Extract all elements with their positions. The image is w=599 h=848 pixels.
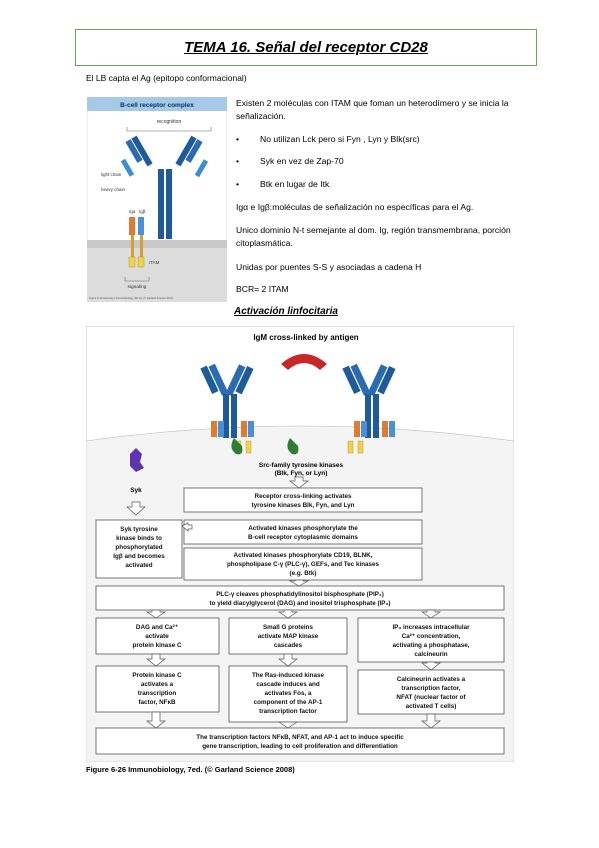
box-calc-2: transcription factor, [401,685,460,692]
bullet-3: •Btk en lugar de Itk [236,179,330,189]
bullet-1: •No utilizan Lck pero si Fyn , Lyn y Blk… [236,134,420,144]
page-title: TEMA 16. Señal del receptor CD28 [184,39,428,56]
box-pkc-3: transcription [138,690,177,697]
membrane-cytoplasm [87,247,227,302]
src-kinase-right [287,438,299,455]
iga-shape [129,217,135,235]
label-itam: ITAM [149,260,160,265]
box-crosslink-2: tyrosine kinases Blk, Fyn, and Lyn [252,502,355,509]
box-ras-4: component of the AP-1 [254,699,323,706]
box-syk-4: Igβ and becomes [113,553,165,560]
box-calc-4: activated T cells) [406,703,457,710]
pathway-arrows [126,476,442,729]
paragraph-2: Igα e Igβ:moléculas de señalización no e… [236,202,474,212]
top-label: IgM cross-linked by antigen [253,333,358,342]
figure2-caption: Figure 6-26 Immunobiology, 7ed. (© Garla… [86,765,295,774]
box-ip3-3: activating a phosphatase, [393,642,470,649]
box-ras-5: transcription factor [259,708,317,715]
box-pkc-1: Protein kinase C [132,672,182,679]
pathway-boxes [95,487,505,755]
box-crosslink-1: Receptor cross-linking activates [255,493,352,500]
itam-b [137,256,145,268]
igb-shape [138,217,144,235]
box-pkc-2: activates a [141,681,174,688]
bcr-complex-figure: B-cell receptor complex recognition ligh… [87,97,227,302]
itam-a [128,256,136,268]
box-ras-1: The Ras-induced kinase [252,672,325,679]
paragraph-1: Existen 2 moléculas con ITAM que foman u… [236,98,509,121]
figure1-title-bar [87,97,227,111]
box-act2-2: phospholipase C-γ (PLC-γ), GEFs, and Tec… [227,561,380,568]
box-calc-1: Calcineurin activates a [397,676,466,683]
box-plc-1: PLC-γ cleaves phosphatidylinositol bisph… [216,591,384,598]
syk-shape [130,448,144,472]
label-heavy-chain: heavy chain [101,187,126,192]
box-ras-2: cascade induces and [256,681,320,688]
section-subtitle: Activación linfocitaria [234,306,338,317]
box-final-1: The transcription factors NFκB, NFAT, an… [196,734,404,741]
box-ip3-4: calcineurin [414,651,447,658]
box-gprot-3: cascades [274,642,303,649]
paragraph-4: Unidas por puentes S-S y asociadas a cad… [236,262,422,272]
label-signaling: signaling [128,284,147,290]
igm-left [200,363,254,438]
label-light-chain: light chain [101,172,122,177]
box-syk-1: Syk tyrosine [120,526,158,533]
box-plc-2: to yield diacylglycerol (DAG) and inosit… [210,600,391,607]
box-dag-1: DAG and Ca²⁺ [136,624,178,631]
src-label-2: (Blk, Fyn, or Lyn) [275,470,328,477]
box-act1-1: Activated kinases phosphorylate the [248,525,358,532]
box-gprot-1: Small G proteins [263,624,314,631]
src-kinase-left [231,438,243,455]
paragraph-3: Unico dominio N-t semejante al dom. Ig, … [236,225,511,248]
bcell-activation-figure: IgM cross-linked by antigen Src-family t… [86,326,514,762]
label-iga: Igα [129,209,136,214]
box-syk-2: kinase binds to [116,535,162,542]
label-igb: Igβ [139,209,146,214]
label-recognition: recognition [157,119,182,125]
box-final-2: gene transcription, leading to cell prol… [202,743,398,750]
box-calc-3: NFAT (nuclear factor of [396,694,466,701]
bullet-2: •Syk en vez de Zap-70 [236,156,344,166]
box-gprot-2: activate MAP kinase [258,633,319,640]
box-act2-1: Activated kinases phosphorylate CD19, BL… [234,552,373,559]
antibody-shape [120,135,209,239]
box-dag-3: protein kinase C [133,642,182,649]
antigen-shape [281,354,327,370]
box-ip3-2: Ca²⁺ concentration, [402,633,461,640]
figure1-title: B-cell receptor complex [120,102,194,109]
box-ras-3: activates Fos, a [265,690,312,697]
box-dag-2: activate [145,633,169,640]
src-label-1: Src-family tyrosine kinases [259,462,344,469]
box-act2-3: (e.g. Btk) [290,570,317,577]
box-act1-2: B-cell receptor cytoplasmic domains [248,534,358,541]
box-pkc-4: factor, NFκB [138,699,176,706]
box-syk-5: activated [125,562,152,569]
box-ip3-1: IP₃ increases intracellular [392,624,470,631]
intro-text: El LB capta el Ag (epitopo conformaciona… [86,73,247,83]
figure1-footnote: Figure 6-10 Janeway's Immunobiology, 9th… [89,296,173,300]
box-syk-3: phosphorylated [115,544,162,551]
paragraph-5: BCR= 2 ITAM [236,284,289,294]
igm-right [342,363,396,438]
membrane [87,240,227,248]
title-box: TEMA 16. Señal del receptor CD28 [75,29,537,66]
syk-label: Syk [130,487,142,494]
